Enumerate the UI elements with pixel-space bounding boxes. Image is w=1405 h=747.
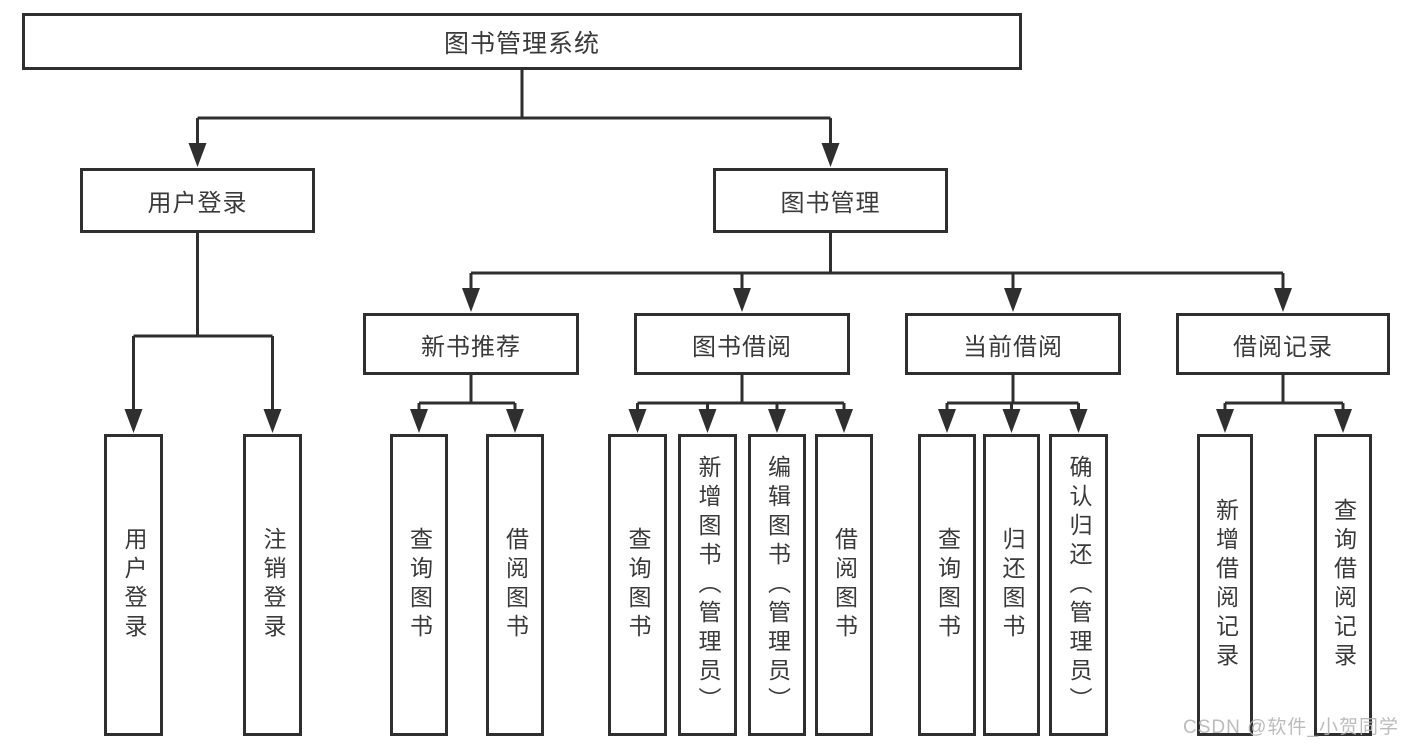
node-current-borrowing-label: 当前借阅: [963, 333, 1063, 361]
leaf-borrowing-add-books-admin-label: 新增图书（管理员）: [695, 454, 721, 716]
node-new-book-recommendation: 新书推荐: [363, 313, 579, 375]
leaf-current-return-books: 归还图书: [983, 434, 1040, 736]
node-library-system: 图书管理系统: [22, 13, 1022, 70]
leaf-borrowing-query-books-label: 查询图书: [625, 527, 651, 643]
node-borrowing-records: 借阅记录: [1176, 313, 1390, 375]
leaf-current-confirm-return-admin-label: 确认归还（管理员）: [1066, 454, 1092, 716]
leaf-records-add-borrow-record-label: 新增借阅记录: [1212, 498, 1239, 672]
node-book-borrowing: 图书借阅: [634, 313, 850, 375]
leaf-borrowing-borrow-books-label: 借阅图书: [831, 527, 858, 643]
node-book-borrowing-label: 图书借阅: [692, 333, 792, 361]
leaf-recommend-query-books-label: 查询图书: [406, 527, 433, 643]
node-book-management: 图书管理: [713, 168, 948, 233]
leaf-records-query-borrow-record: 查询借阅记录: [1314, 434, 1372, 736]
leaf-recommend-borrow-books-label: 借阅图书: [502, 527, 529, 643]
node-current-borrowing: 当前借阅: [905, 313, 1121, 375]
leaf-current-query-books-label: 查询图书: [934, 527, 961, 643]
node-borrowing-records-label: 借阅记录: [1233, 333, 1333, 361]
leaf-recommend-borrow-books: 借阅图书: [486, 434, 544, 736]
leaf-borrowing-borrow-books: 借阅图书: [815, 434, 873, 736]
leaf-user-login: 用户登录: [104, 434, 163, 736]
csdn-watermark: CSDN @软件_小贺同学: [1183, 717, 1399, 738]
node-book-management-label: 图书管理: [780, 190, 881, 217]
node-new-book-recommendation-label: 新书推荐: [421, 333, 521, 361]
leaf-logout-label: 注销登录: [260, 527, 286, 643]
node-library-system-label: 图书管理系统: [443, 29, 600, 58]
leaf-borrowing-edit-books-admin-label: 编辑图书（管理员）: [764, 454, 791, 716]
leaf-records-add-borrow-record: 新增借阅记录: [1197, 434, 1253, 736]
leaf-records-query-borrow-record-label: 查询借阅记录: [1330, 498, 1357, 672]
leaf-current-confirm-return-admin: 确认归还（管理员）: [1049, 434, 1108, 736]
leaf-user-login-label: 用户登录: [121, 527, 147, 643]
leaf-borrowing-add-books-admin: 新增图书（管理员）: [678, 434, 737, 736]
leaf-current-query-books: 查询图书: [918, 434, 976, 736]
leaf-borrowing-query-books: 查询图书: [608, 434, 667, 736]
leaf-borrowing-edit-books-admin: 编辑图书（管理员）: [748, 434, 806, 736]
leaf-logout: 注销登录: [243, 434, 302, 736]
node-user-login-label: 用户登录: [147, 190, 248, 217]
leaf-recommend-query-books: 查询图书: [390, 434, 448, 736]
leaf-current-return-books-label: 归还图书: [999, 527, 1025, 643]
node-user-login: 用户登录: [80, 168, 315, 233]
